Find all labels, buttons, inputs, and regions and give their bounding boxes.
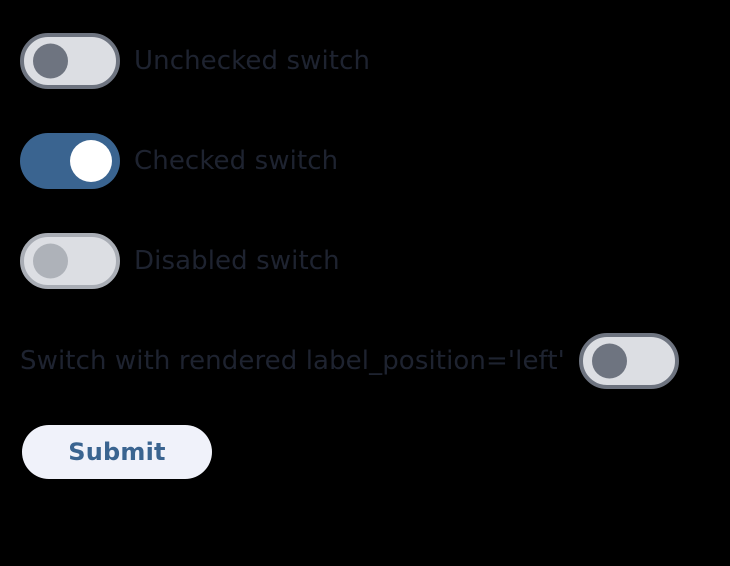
submit-button[interactable]: Submit: [22, 425, 212, 479]
switch-row-label-left: Switch with rendered label_position='lef…: [20, 333, 710, 389]
toggle-off-icon[interactable]: [578, 333, 679, 389]
switch-thumb: [33, 43, 68, 79]
switch-label-disabled: Disabled switch: [134, 246, 340, 276]
switch-label-unchecked: Unchecked switch: [134, 46, 371, 76]
switch-label-left-position: Switch with rendered label_position='lef…: [20, 346, 565, 376]
switch-thumb: [70, 140, 112, 182]
toggle-on-icon[interactable]: [20, 133, 120, 189]
switch-row-checked: Checked switch: [20, 133, 338, 189]
switch-thumb: [33, 243, 68, 279]
toggle-off-icon[interactable]: [20, 33, 120, 89]
switch-thumb: [591, 343, 627, 379]
switch-row-unchecked: Unchecked switch: [20, 33, 370, 89]
toggle-off-disabled-icon: [20, 233, 120, 289]
switch-row-disabled: Disabled switch: [20, 233, 340, 289]
switch-label-checked: Checked switch: [134, 146, 339, 176]
